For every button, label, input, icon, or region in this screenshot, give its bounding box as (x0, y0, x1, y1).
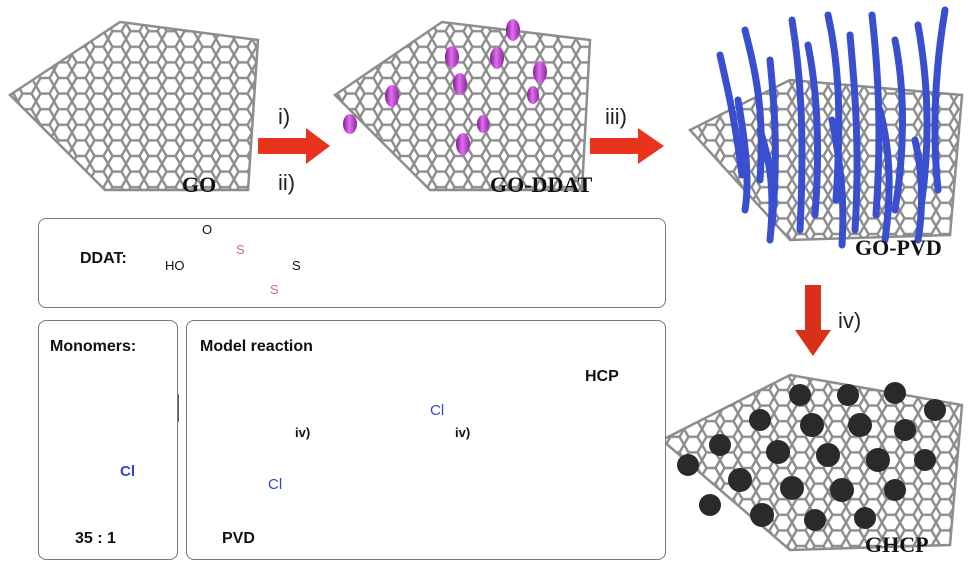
model-reaction-box (186, 320, 666, 560)
ddat-atom-s1: S (236, 242, 245, 257)
model-title: Model reaction (200, 338, 313, 355)
model-cl-a: Cl (268, 476, 283, 493)
label-ghcp: GHCP (865, 532, 929, 557)
model-cl-b: Cl (430, 402, 445, 419)
monomer-title: Monomers: (50, 338, 137, 355)
polymer-brushes (716, 6, 949, 249)
ddat-title: DDAT: (80, 250, 127, 267)
arrow-step-3 (590, 128, 664, 164)
monomer-cl: Cl (120, 463, 135, 480)
hcp-particles (677, 382, 946, 531)
arrow-step-1 (258, 128, 330, 164)
arrow-step-4 (795, 285, 831, 356)
model-step-a: iv) (295, 425, 311, 440)
step-ii-label: ii) (278, 170, 296, 195)
monomer-ratio: 35 : 1 (75, 530, 116, 547)
label-go-ddat: GO-DDAT (490, 172, 593, 197)
step-i-label: i) (278, 104, 291, 129)
ddat-atom-ho: HO (165, 258, 185, 273)
ddat-atom-o: O (202, 222, 213, 237)
monomer-box (38, 320, 178, 560)
model-step-b: iv) (455, 425, 471, 440)
ddat-atom-s3: S (292, 258, 301, 273)
ddat-beads (343, 19, 547, 155)
ddat-atom-s2: S (270, 282, 279, 297)
model-pvd: PVD (222, 530, 255, 547)
model-hcp: HCP (585, 368, 619, 385)
label-go-pvd: GO-PVD (855, 235, 942, 260)
step-iii-label: iii) (605, 104, 627, 129)
go-ddat-sheet (333, 20, 592, 192)
step-iv-label: iv) (838, 308, 862, 333)
ddat-box (38, 218, 666, 308)
go-sheet (8, 20, 260, 192)
ghcp-sheet (659, 373, 964, 552)
label-go: GO (182, 172, 217, 197)
